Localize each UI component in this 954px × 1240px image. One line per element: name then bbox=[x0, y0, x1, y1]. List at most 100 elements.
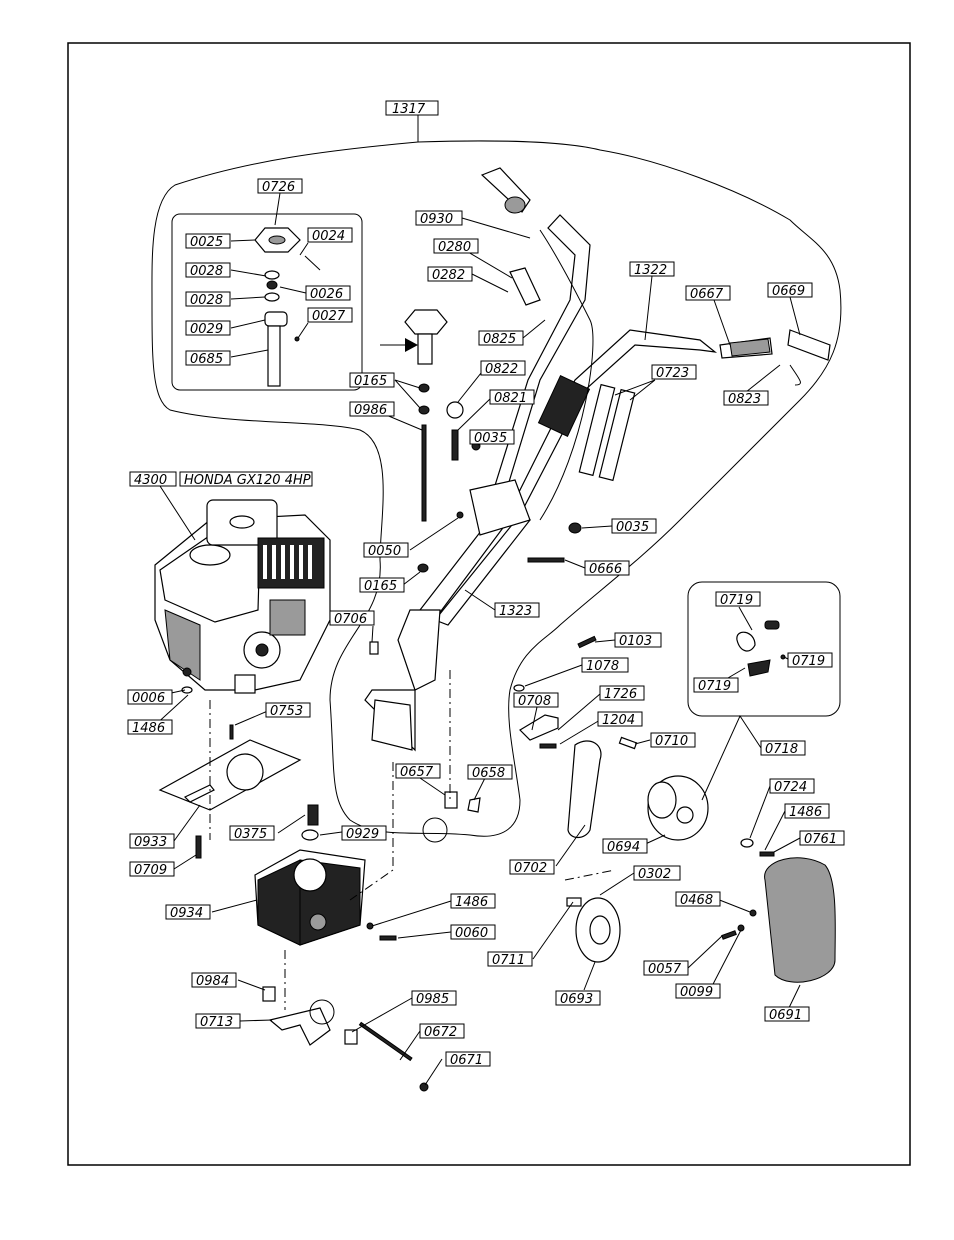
svg-text:0929: 0929 bbox=[346, 827, 379, 842]
svg-text:0724: 0724 bbox=[774, 780, 807, 795]
svg-text:0028: 0028 bbox=[190, 264, 223, 279]
svg-text:0029: 0029 bbox=[190, 322, 223, 337]
label-0282: 0282 bbox=[427, 266, 473, 283]
label-0822: 0822 bbox=[480, 360, 526, 377]
label-1486-guard: 1486 bbox=[784, 803, 830, 820]
label-0718: 0718 bbox=[760, 740, 806, 757]
svg-text:0669: 0669 bbox=[772, 284, 805, 299]
svg-text:1078: 1078 bbox=[586, 659, 619, 674]
label-0693: 0693 bbox=[555, 990, 601, 1007]
svg-text:0710: 0710 bbox=[655, 734, 688, 749]
svg-text:0930: 0930 bbox=[420, 212, 453, 227]
label-4300-description: HONDA GX120 4HP bbox=[179, 471, 313, 488]
svg-text:0006: 0006 bbox=[132, 691, 165, 706]
label-0375: 0375 bbox=[229, 825, 275, 842]
svg-text:0666: 0666 bbox=[589, 562, 622, 577]
centerline-a bbox=[349, 762, 394, 901]
svg-text:0050: 0050 bbox=[368, 544, 401, 559]
svg-text:0026: 0026 bbox=[310, 287, 343, 302]
label-0934: 0934 bbox=[165, 904, 211, 921]
label-0719-top: 0719 bbox=[715, 591, 761, 608]
svg-text:0028: 0028 bbox=[190, 293, 223, 308]
svg-text:0282: 0282 bbox=[432, 268, 465, 283]
handle-group-outline bbox=[151, 140, 842, 837]
label-0985: 0985 bbox=[411, 990, 457, 1007]
svg-text:0708: 0708 bbox=[518, 694, 551, 709]
svg-text:0984: 0984 bbox=[196, 974, 229, 989]
label-0685: 0685 bbox=[185, 350, 231, 367]
svg-text:1317: 1317 bbox=[392, 102, 426, 117]
label-0726: 0726 bbox=[257, 178, 303, 195]
page-frame bbox=[67, 42, 911, 1166]
svg-text:0685: 0685 bbox=[190, 352, 223, 367]
label-0702: 0702 bbox=[509, 859, 555, 876]
label-0099: 0099 bbox=[675, 983, 721, 1000]
handle-assembly bbox=[364, 214, 718, 752]
label-0035-upper: 0035 bbox=[469, 429, 515, 446]
svg-text:0822: 0822 bbox=[485, 362, 518, 377]
svg-text:0719: 0719 bbox=[698, 679, 731, 694]
svg-text:0025: 0025 bbox=[190, 235, 223, 250]
svg-text:0986: 0986 bbox=[354, 403, 387, 418]
label-0823: 0823 bbox=[723, 390, 769, 407]
svg-text:0468: 0468 bbox=[680, 893, 713, 908]
svg-text:0702: 0702 bbox=[514, 861, 547, 876]
label-0027: 0027 bbox=[307, 307, 353, 324]
star-knob-shaft bbox=[404, 309, 481, 573]
svg-text:0711: 0711 bbox=[492, 953, 525, 968]
detail-circle-b bbox=[309, 999, 335, 1025]
svg-text:1323: 1323 bbox=[499, 604, 532, 619]
label-0165-lower: 0165 bbox=[359, 577, 405, 594]
label-0719-left: 0719 bbox=[693, 677, 739, 694]
label-0672: 0672 bbox=[419, 1023, 465, 1040]
label-0028-lower: 0028 bbox=[185, 291, 231, 308]
label-0933: 0933 bbox=[129, 833, 175, 850]
label-0657: 0657 bbox=[395, 763, 441, 780]
label-0025: 0025 bbox=[185, 233, 231, 250]
svg-text:0057: 0057 bbox=[648, 962, 682, 977]
svg-text:0280: 0280 bbox=[438, 240, 471, 255]
label-0713: 0713 bbox=[195, 1013, 241, 1030]
handle-grips bbox=[480, 167, 831, 521]
label-0986: 0986 bbox=[349, 401, 395, 418]
label-0691: 0691 bbox=[764, 1006, 810, 1023]
label-0057: 0057 bbox=[643, 960, 689, 977]
label-0671: 0671 bbox=[445, 1051, 491, 1068]
label-0761: 0761 bbox=[799, 830, 845, 847]
label-0825: 0825 bbox=[478, 330, 524, 347]
svg-text:1322: 1322 bbox=[634, 263, 667, 278]
svg-text:0719: 0719 bbox=[792, 654, 825, 669]
svg-text:0985: 0985 bbox=[416, 992, 449, 1007]
label-1726: 1726 bbox=[599, 685, 645, 702]
svg-text:0761: 0761 bbox=[804, 832, 837, 847]
svg-text:0933: 0933 bbox=[134, 835, 167, 850]
arrow-head bbox=[405, 338, 418, 352]
svg-text:0709: 0709 bbox=[134, 863, 167, 878]
label-1204: 1204 bbox=[597, 711, 643, 728]
bracket-subgroup-outline bbox=[171, 213, 363, 391]
svg-text:0706: 0706 bbox=[334, 612, 367, 627]
label-0694: 0694 bbox=[602, 838, 648, 855]
fork-0713 bbox=[268, 1007, 331, 1046]
label-0050: 0050 bbox=[363, 542, 409, 559]
svg-text:0693: 0693 bbox=[560, 992, 593, 1007]
label-1486-engine: 1486 bbox=[127, 719, 173, 736]
label-0658: 0658 bbox=[467, 764, 513, 781]
label-0280: 0280 bbox=[433, 238, 479, 255]
label-1323: 1323 bbox=[494, 602, 540, 619]
label-0724: 0724 bbox=[769, 778, 815, 795]
svg-text:0657: 0657 bbox=[400, 765, 434, 780]
svg-text:1486: 1486 bbox=[132, 721, 165, 736]
label-0026: 0026 bbox=[305, 285, 351, 302]
label-0711: 0711 bbox=[487, 951, 533, 968]
svg-text:1486: 1486 bbox=[455, 895, 488, 910]
label-0930: 0930 bbox=[415, 210, 463, 227]
label-0103: 0103 bbox=[614, 632, 662, 649]
label-0929: 0929 bbox=[341, 825, 387, 842]
label-0006: 0006 bbox=[127, 689, 173, 706]
centerline-e bbox=[564, 869, 616, 881]
label-0028-upper: 0028 bbox=[185, 262, 231, 279]
pulley-0693 bbox=[575, 897, 621, 963]
svg-text:1726: 1726 bbox=[604, 687, 637, 702]
